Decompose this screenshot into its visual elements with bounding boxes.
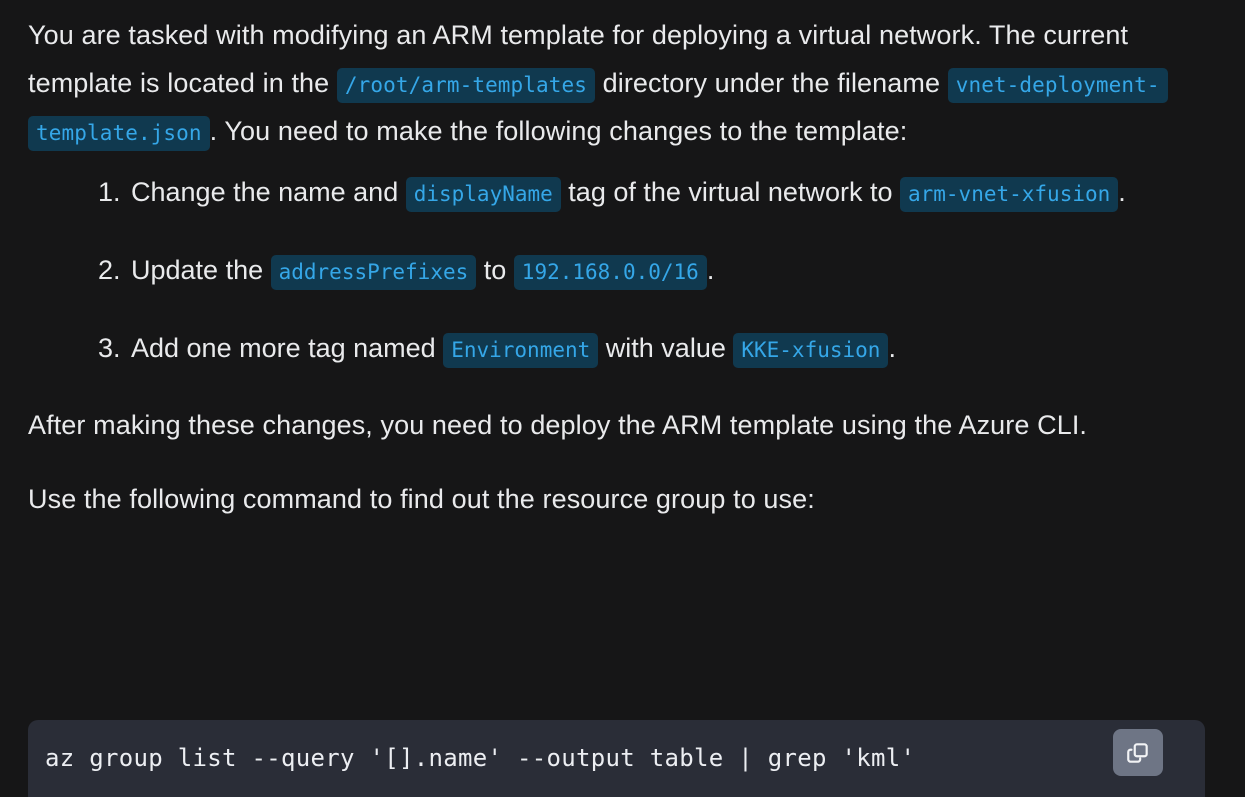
inline-code-display-name-tag: displayName [405, 177, 561, 212]
step-3-text-1: Add one more tag named [131, 333, 444, 363]
intro-text-2: directory under the filename [595, 68, 948, 98]
step-item-3: Add one more tag named Environment with … [98, 323, 1211, 373]
steps-list: Change the name and displayName tag of t… [28, 167, 1217, 373]
step-1-text-3: . [1118, 177, 1126, 207]
step-3-text-2: with value [598, 333, 734, 363]
inline-code-environment-value: KKE-xfusion [733, 333, 889, 368]
step-2-text-1: Update the [131, 255, 271, 285]
inline-code-address-prefix-value: 192.168.0.0/16 [513, 255, 707, 290]
intro-text-1: You are tasked with modifying an ARM tem… [28, 20, 1129, 98]
outro-paragraph-2: Use the following command to find out th… [28, 484, 815, 514]
copy-icon [1125, 740, 1151, 766]
step-1-text-2: tag of the virtual network to [560, 177, 900, 207]
inline-code-address-prefixes: addressPrefixes [270, 255, 477, 290]
command-code-block: az group list --query '[].name' --output… [28, 720, 1205, 797]
copy-command-button[interactable] [1113, 729, 1163, 776]
inline-code-vnet-name: arm-vnet-xfusion [899, 177, 1119, 212]
step-2-text-2: to [476, 255, 514, 285]
intro-paragraph: You are tasked with modifying an ARM tem… [28, 0, 1188, 155]
step-item-2: Update the addressPrefixes to 192.168.0.… [98, 245, 1211, 295]
step-2-text-3: . [706, 255, 715, 285]
step-item-1: Change the name and displayName tag of t… [98, 167, 1211, 217]
outro-paragraph-1: After making these changes, you need to … [28, 410, 1088, 440]
spacer-before-list [28, 155, 1217, 167]
intro-text-3: . You need to make the following changes… [209, 116, 908, 146]
inline-code-template-directory: /root/arm-templates [336, 68, 596, 103]
inline-code-environment-tag: Environment [443, 333, 599, 368]
step-3-text-3: . [888, 333, 896, 363]
spacer-after-list [28, 373, 1217, 401]
command-text: az group list --query '[].name' --output… [45, 744, 916, 772]
step-1-text-1: Change the name and [131, 177, 406, 207]
spacer-between-paragraphs [28, 449, 1217, 475]
